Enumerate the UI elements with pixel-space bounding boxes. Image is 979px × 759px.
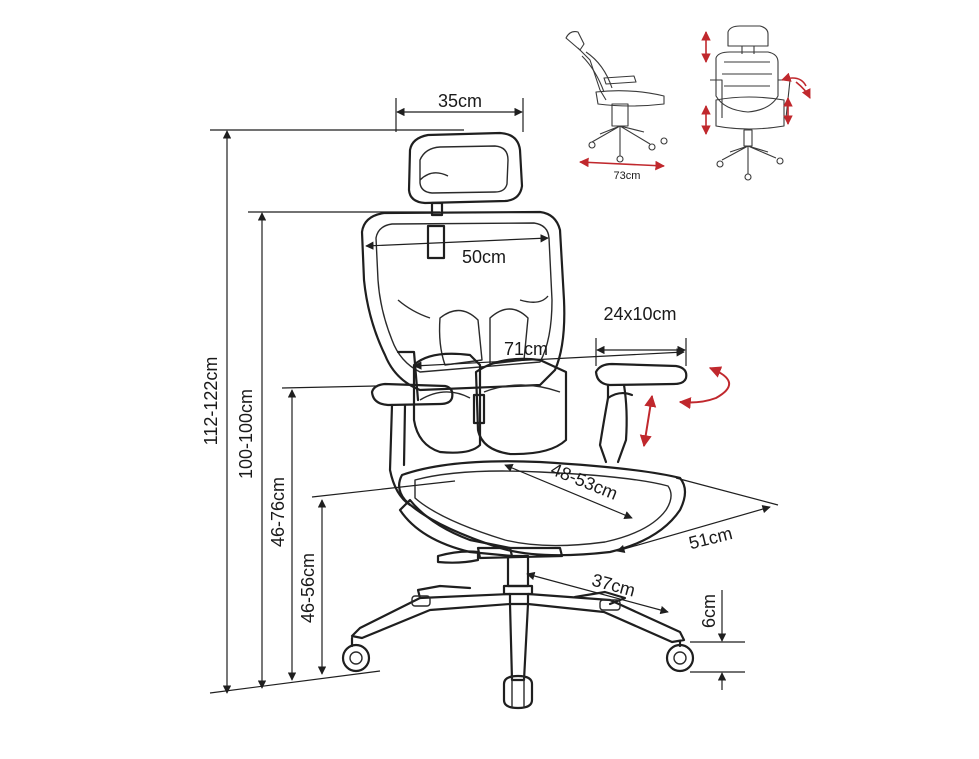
- dimension-labels: 35cm 50cm 24x10cm 71cm 48-53cm 51cm 37cm…: [201, 91, 734, 628]
- dimension-lines: [209, 98, 779, 694]
- chair-main-drawing: [341, 131, 695, 710]
- label-backrest-top-height: 100-100cm: [236, 389, 256, 479]
- armrest-right: [594, 362, 688, 464]
- label-backrest-width: 50cm: [462, 247, 506, 267]
- label-headrest-width: 35cm: [438, 91, 482, 111]
- star-base: [350, 584, 686, 682]
- thumbnail-side-view: 73cm: [565, 31, 668, 182]
- label-armrest-pad: 24x10cm: [603, 304, 676, 324]
- label-base-radius: 37cm: [590, 570, 638, 601]
- thumbnail-back-view: [701, 25, 810, 181]
- label-armrest-span: 71cm: [504, 339, 548, 359]
- label-caster-height: 6cm: [699, 594, 719, 628]
- label-seat-width: 51cm: [687, 523, 735, 553]
- seat: [398, 460, 687, 558]
- armrest-adjust-arrows: [639, 366, 730, 448]
- casters: [341, 636, 695, 710]
- label-armrest-height: 46-76cm: [268, 477, 288, 547]
- headrest: [407, 131, 524, 217]
- label-seat-height: 46-56cm: [298, 553, 318, 623]
- label-total-height: 112-122cm: [201, 357, 221, 446]
- label-side-length: 73cm: [614, 170, 641, 182]
